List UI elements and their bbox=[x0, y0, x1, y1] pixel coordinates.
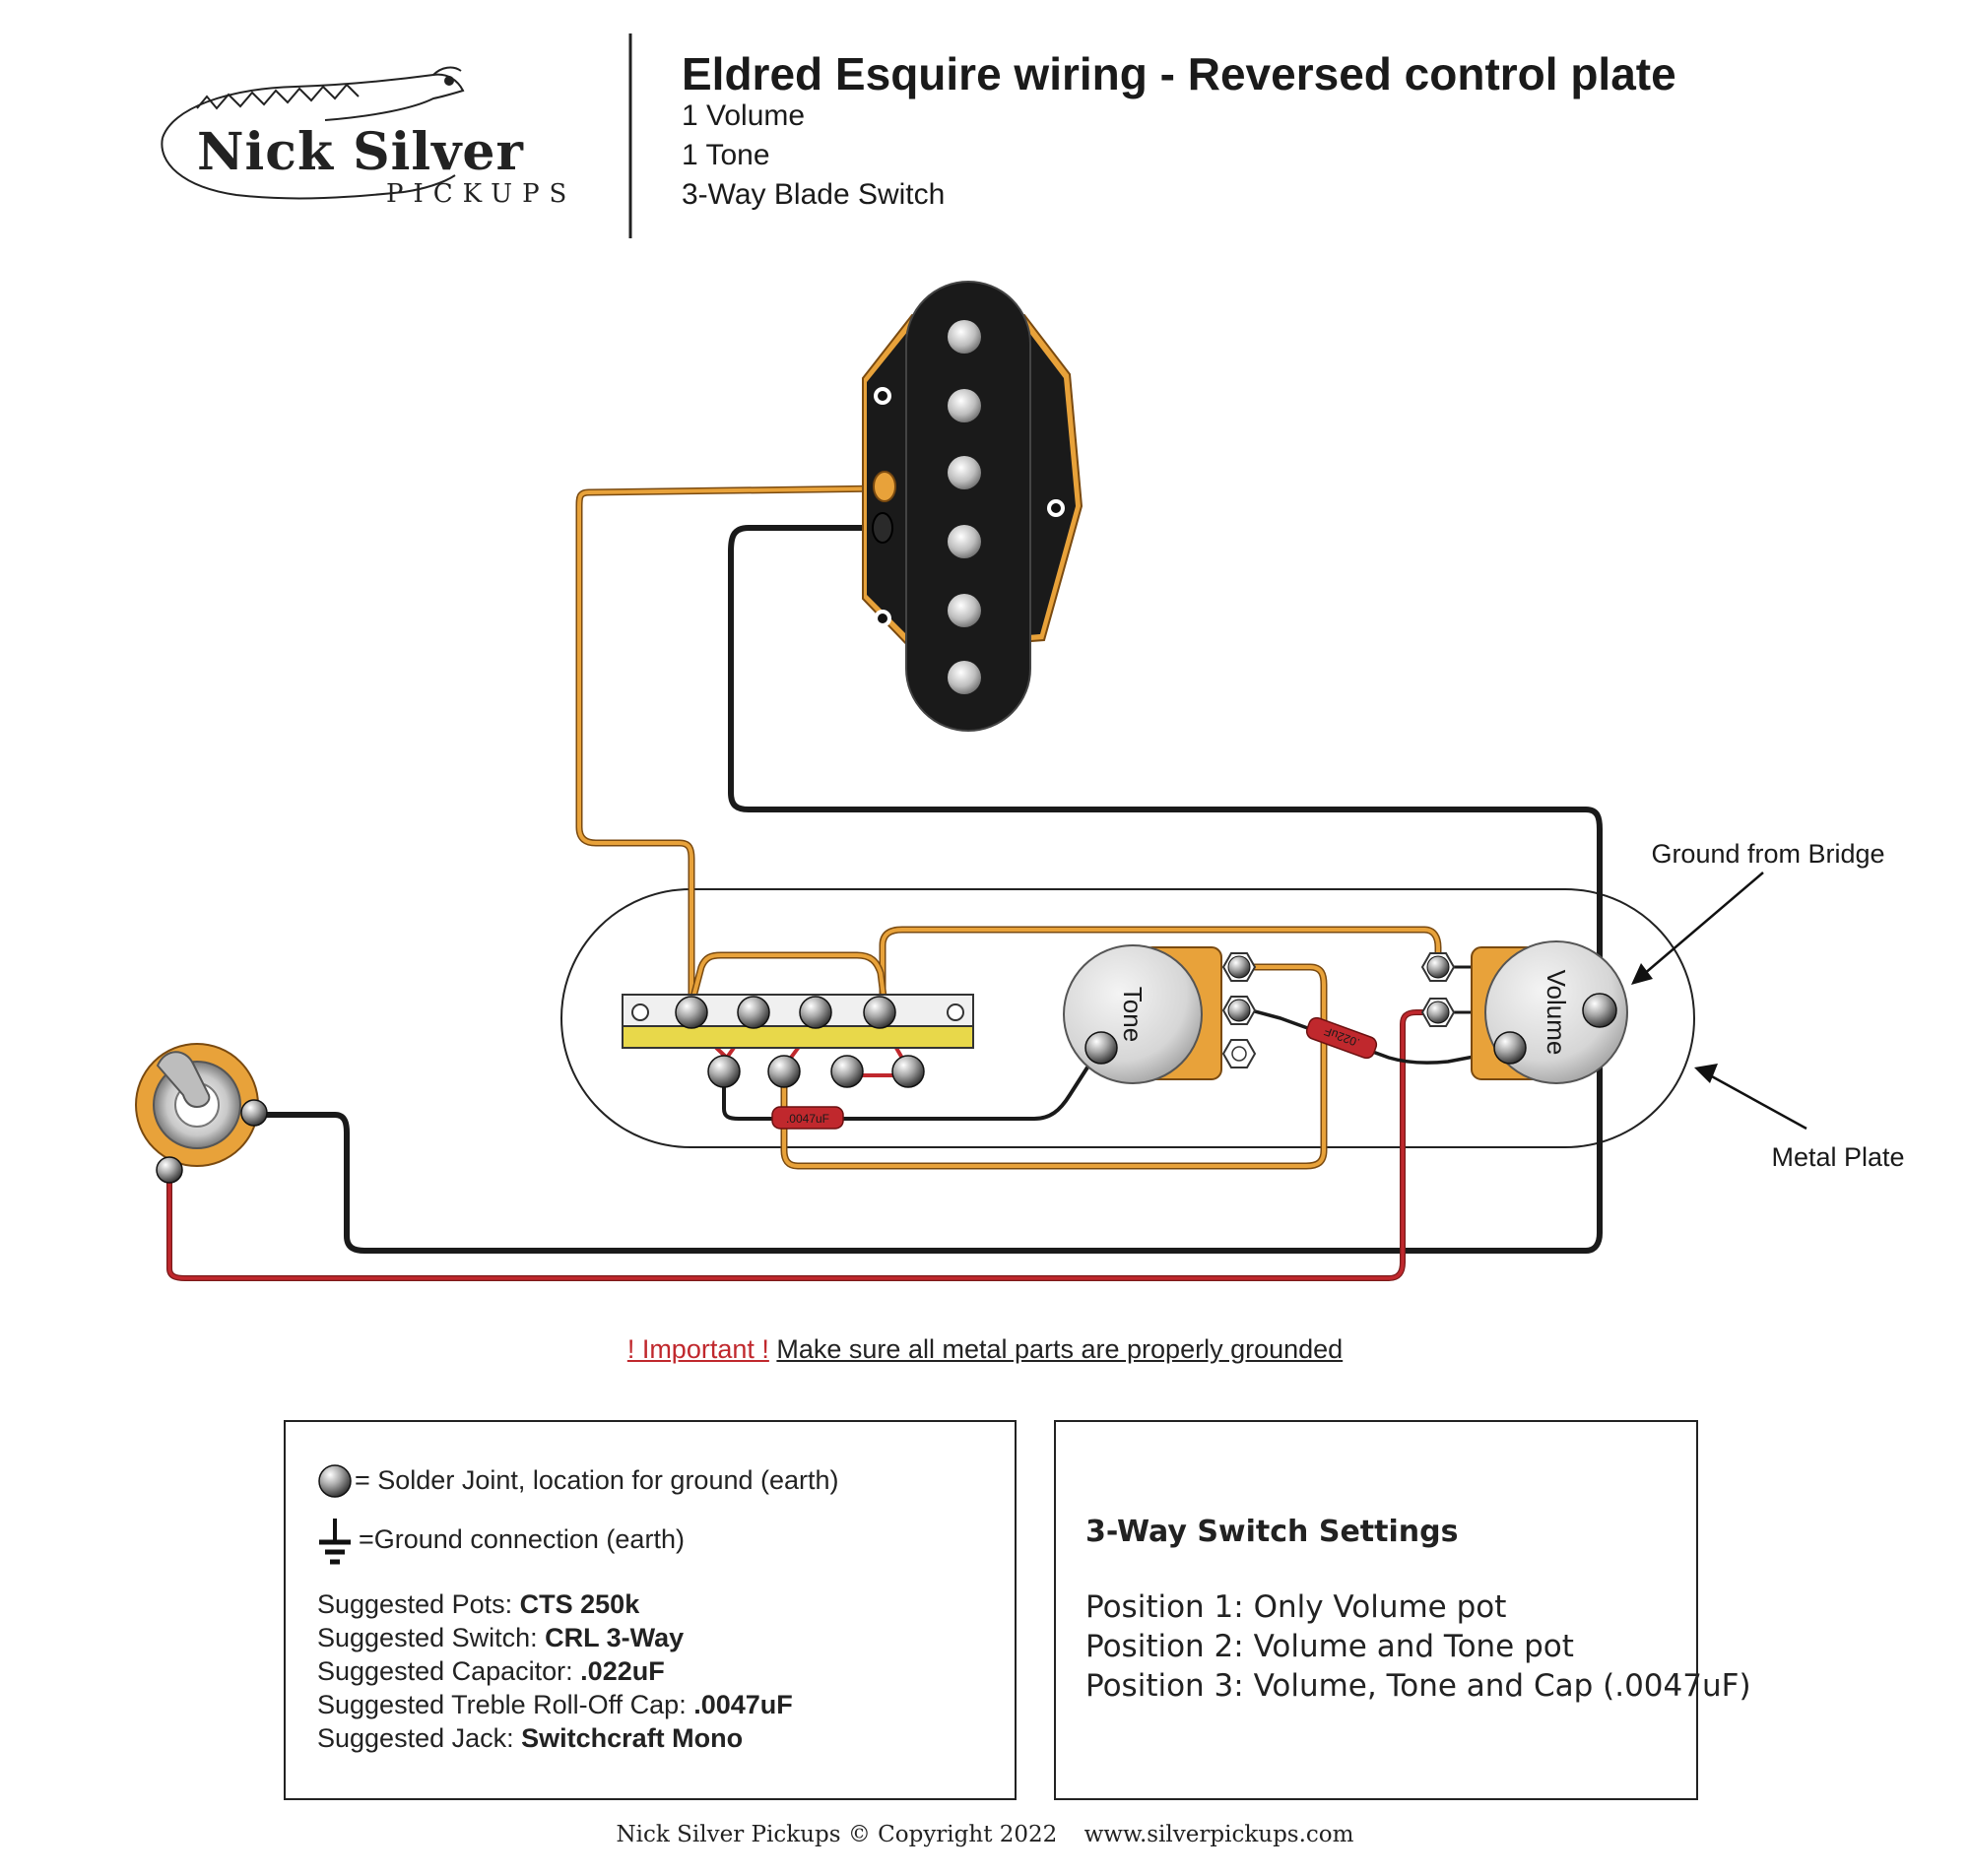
volume-lugs bbox=[1420, 952, 1456, 1027]
legend-treble-cap: Suggested Treble Roll-Off Cap: .0047uF bbox=[317, 1690, 793, 1719]
switch-settings-box: 3-Way Switch Settings Position 1: Only V… bbox=[1054, 1420, 1751, 1800]
legend-ground-connection: =Ground connection (earth) bbox=[359, 1524, 685, 1554]
jack-ground-wire bbox=[251, 1021, 1603, 1254]
volume-pot-label: Volume bbox=[1542, 970, 1571, 1056]
spec-tone: 1 Tone bbox=[682, 139, 770, 171]
logo-name: Nick Silver bbox=[197, 122, 524, 182]
switch-lugs bbox=[675, 996, 925, 1088]
metal-plate-label: Metal Plate bbox=[1771, 1142, 1904, 1172]
pickup-hot-lead bbox=[873, 471, 896, 502]
tone-lugs bbox=[1221, 952, 1257, 1068]
pickup-ground-lead bbox=[872, 512, 893, 544]
tone-cap-wire bbox=[1249, 1008, 1512, 1065]
switch-position-2: Position 2: Volume and Tone pot bbox=[1085, 1629, 1574, 1664]
iguana-icon bbox=[161, 66, 465, 200]
annotations: Ground from Bridge Metal Plate bbox=[1631, 839, 1905, 1172]
capacitor-022: .022uF bbox=[1305, 1016, 1378, 1060]
solder-joint-icon bbox=[318, 1464, 352, 1498]
diagram-title: Eldred Esquire wiring - Reversed control… bbox=[682, 48, 1676, 99]
footer-copyright: Nick Silver Pickups © Copyright 2022 bbox=[616, 1822, 1058, 1847]
switch-to-tone-wire bbox=[722, 1044, 1103, 1121]
spec-switch: 3-Way Blade Switch bbox=[682, 178, 946, 211]
legend-capacitor: Suggested Capacitor: .022uF bbox=[317, 1656, 665, 1686]
metal-plate bbox=[560, 888, 1695, 1148]
footer-url[interactable]: www.silverpickups.com bbox=[1084, 1822, 1354, 1847]
ground-symbol-icon bbox=[319, 1519, 351, 1565]
tele-bridge-pickup bbox=[862, 281, 1084, 732]
ground-from-bridge-label: Ground from Bridge bbox=[1651, 839, 1884, 869]
volume-pot: Volume bbox=[1420, 940, 1628, 1084]
pole-pieces bbox=[948, 320, 981, 694]
legend-box: = Solder Joint, location for ground (ear… bbox=[284, 1420, 1017, 1800]
plate-arrow-icon bbox=[1694, 1064, 1718, 1083]
switch-settings-title: 3-Way Switch Settings bbox=[1085, 1515, 1459, 1549]
nick-silver-logo: Nick Silver PICKUPS bbox=[161, 66, 576, 209]
tone-pot: Tone bbox=[1063, 944, 1257, 1084]
important-note: ! Important ! Make sure all metal parts … bbox=[0, 1334, 1970, 1365]
switch-position-3: Position 3: Volume, Tone and Cap (.0047u… bbox=[1085, 1668, 1751, 1704]
tone-pot-label: Tone bbox=[1118, 987, 1148, 1042]
spec-volume: 1 Volume bbox=[682, 99, 806, 132]
three-way-switch bbox=[622, 994, 974, 1088]
switch-position-1: Position 1: Only Volume pot bbox=[1085, 1589, 1507, 1625]
volume-ground-joint bbox=[1582, 993, 1617, 1028]
plate-arrow-line bbox=[1709, 1073, 1807, 1131]
footer: Nick Silver Pickups © Copyright 2022 www… bbox=[0, 1822, 1970, 1847]
capacitor-0047-label: .0047uF bbox=[786, 1112, 829, 1126]
volume-wiper-joint bbox=[1493, 1031, 1527, 1065]
wires bbox=[166, 485, 1603, 1281]
capacitor-0047: .0047uF bbox=[771, 1106, 844, 1130]
jack-tip-joint bbox=[156, 1156, 183, 1184]
ground-arrow-icon bbox=[1631, 963, 1653, 985]
logo-subtitle: PICKUPS bbox=[386, 179, 576, 209]
tone-wiper-joint bbox=[1084, 1031, 1118, 1065]
important-flag: ! Important ! bbox=[626, 1334, 769, 1364]
legend-switch: Suggested Switch: CRL 3-Way bbox=[317, 1623, 685, 1652]
important-message: Make sure all metal parts are properly g… bbox=[776, 1334, 1344, 1364]
legend-pots: Suggested Pots: CTS 250k bbox=[317, 1589, 640, 1619]
legend-solder-joint: = Solder Joint, location for ground (ear… bbox=[355, 1465, 839, 1495]
pickup-ground-wire bbox=[728, 525, 1603, 988]
output-jack bbox=[135, 1043, 268, 1184]
ground-arrow-line bbox=[1642, 872, 1764, 976]
legend-jack: Suggested Jack: Switchcraft Mono bbox=[317, 1723, 744, 1753]
jack-sleeve-joint bbox=[240, 1099, 268, 1127]
